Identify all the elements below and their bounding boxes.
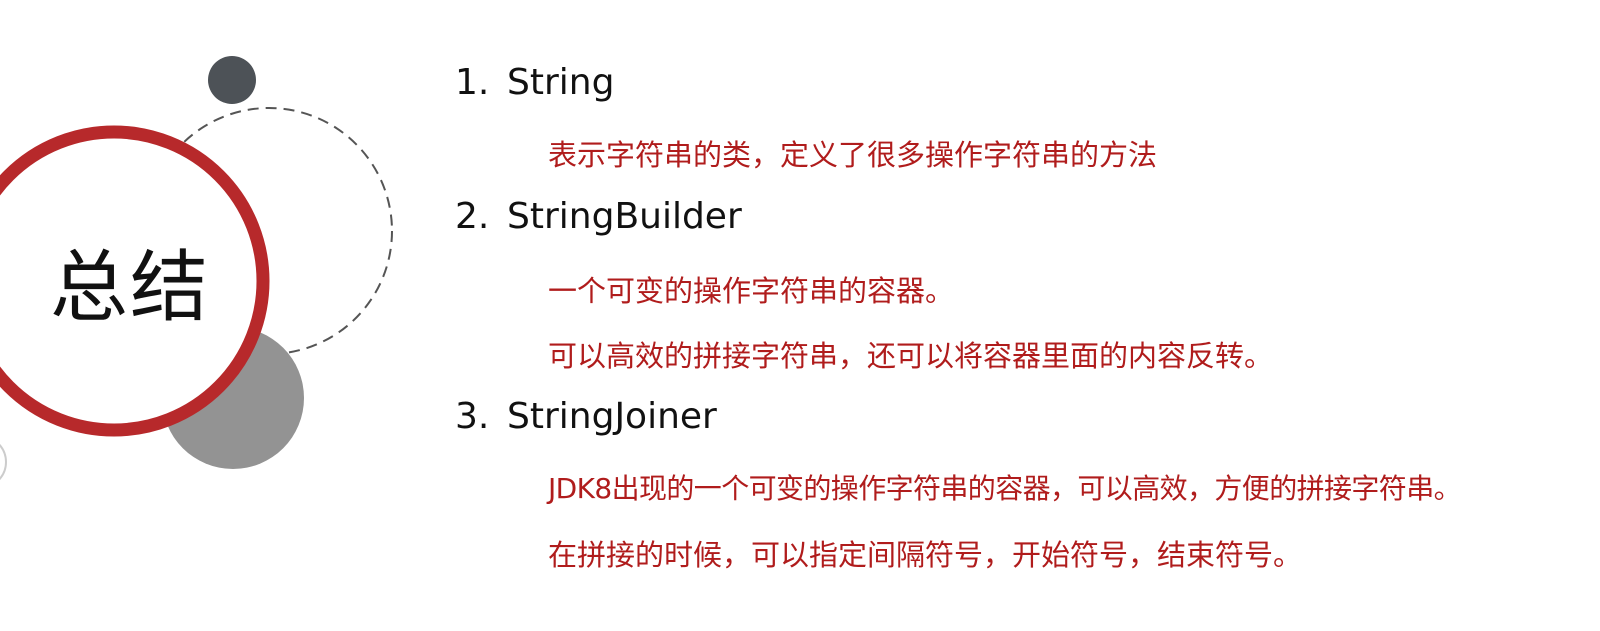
list-item-heading: 3. StringJoiner [455,396,717,437]
list-item-title: StringJoiner [507,396,717,437]
dark-dot-decoration [208,56,256,104]
list-item-description: 一个可变的操作字符串的容器。 [548,274,955,308]
list-item-number: 3. [455,396,490,437]
list-item-title: StringBuilder [507,196,742,237]
list-item-description: JDK8出现的一个可变的操作字符串的容器，可以高效，方便的拼接字符串。 [548,472,1462,505]
list-item-description: 可以高效的拼接字符串，还可以将容器里面的内容反转。 [548,339,1274,373]
decorative-circles [0,56,393,481]
faint-ring-decoration [0,443,7,481]
list-item-description: 在拼接的时候，可以指定间隔符号，开始符号，结束符号。 [548,538,1303,572]
list-item-description: 表示字符串的类，定义了很多操作字符串的方法 [548,138,1158,172]
list-item-number: 2. [455,196,490,237]
list-item-title: String [507,62,615,103]
title-badge: 总结 [0,126,264,436]
list-item-heading: 1. String [455,62,614,103]
page-title: 总结 [49,243,210,333]
list-item-heading: 2. StringBuilder [455,196,742,237]
list-item-number: 1. [455,62,490,103]
title-ring [0,125,270,437]
